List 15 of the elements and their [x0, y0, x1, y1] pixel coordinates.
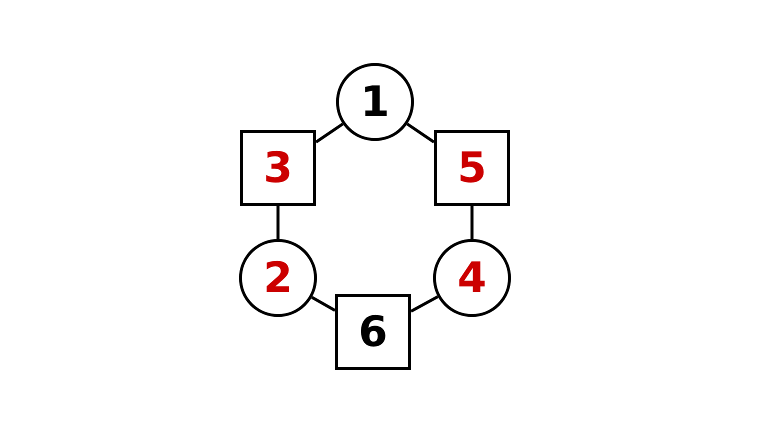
connector-line [406, 122, 435, 144]
node-number: 4 [457, 257, 487, 299]
connector-line [315, 122, 344, 144]
connector-line [470, 206, 474, 239]
connector-line [311, 296, 336, 312]
square-node [240, 130, 316, 206]
node-number: 5 [457, 147, 487, 189]
node-number: 2 [263, 257, 293, 299]
node-number: 6 [358, 311, 388, 353]
node-number: 1 [360, 81, 390, 123]
node-number: 3 [263, 147, 293, 189]
square-node [335, 294, 411, 370]
connector-line [410, 295, 438, 313]
connector-line [276, 206, 280, 239]
square-node [434, 130, 510, 206]
